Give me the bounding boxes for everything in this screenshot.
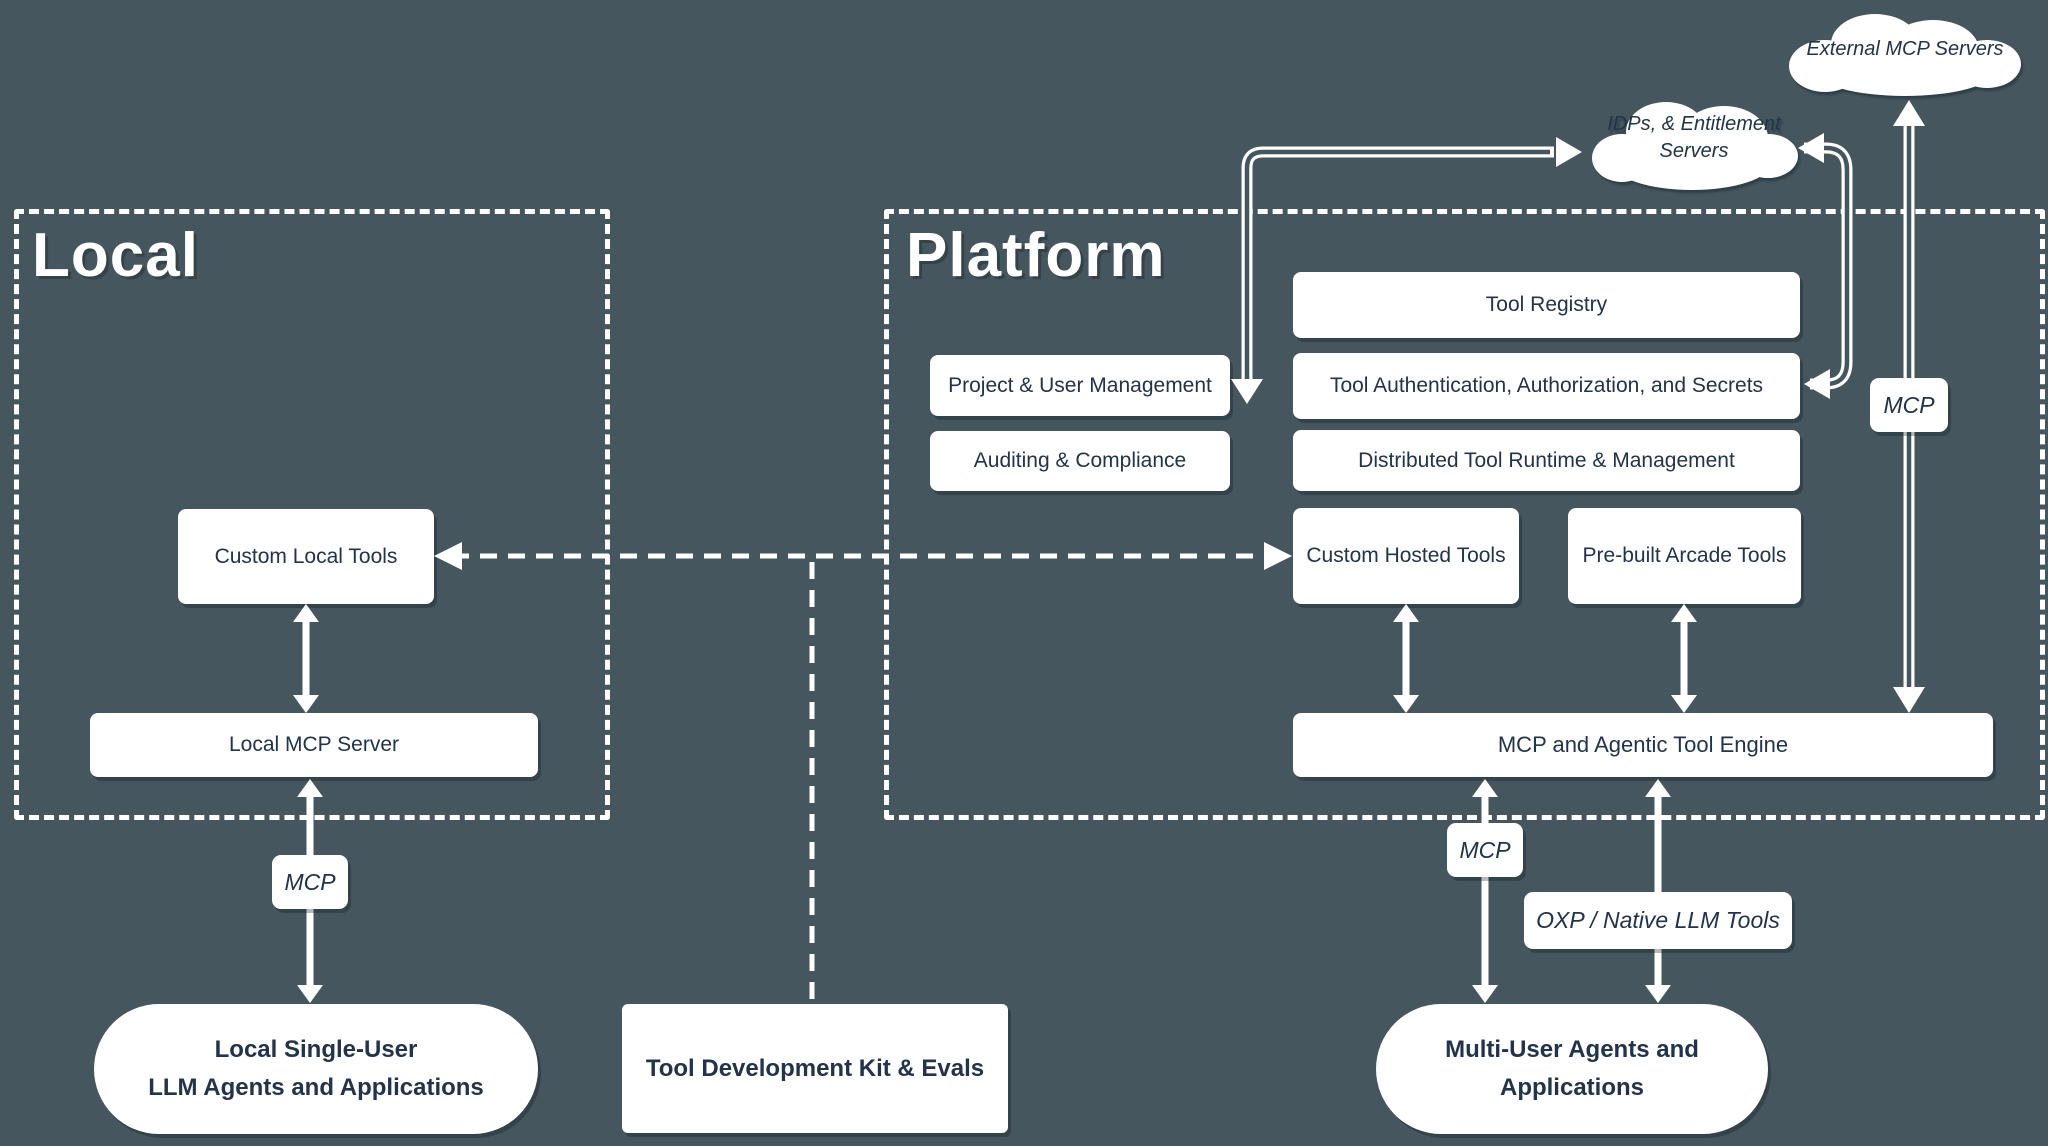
multi-user-line2: Applications <box>1499 1074 1644 1101</box>
local-section-title: Local <box>32 221 199 290</box>
node-tool-development-kit: Tool Development Kit & Evals <box>622 1004 1008 1133</box>
node-custom-hosted-tools: Custom Hosted Tools <box>1293 508 1519 604</box>
node-distributed-tool-runtime: Distributed Tool Runtime & Management <box>1293 430 1800 491</box>
node-local-mcp-server: Local MCP Server <box>90 713 538 777</box>
node-auditing-compliance: Auditing & Compliance <box>930 431 1230 491</box>
oxp-native-llm-tools-label: OXP / Native LLM Tools <box>1524 892 1792 949</box>
node-mcp-agentic-tool-engine: MCP and Agentic Tool Engine <box>1293 713 1993 777</box>
node-tool-authentication: Tool Authentication, Authorization, and … <box>1293 353 1800 419</box>
idp-entitlement-label: IDPs, & Entitlement Servers <box>1584 88 1804 198</box>
node-multi-user-agents: Multi-User Agents and Applications <box>1376 1004 1768 1134</box>
node-project-user-management: Project & User Management <box>930 355 1230 416</box>
cloud-shape-icon <box>1592 102 1798 190</box>
idp-entitlement-cloud: IDPs, & Entitlement Servers <box>1584 88 1804 198</box>
multi-user-line1: Multi-User Agents and <box>1445 1035 1699 1063</box>
platform-section-title: Platform <box>906 221 1166 290</box>
local-agents-line2: LLM Agents and Applications <box>148 1074 484 1101</box>
node-local-single-user-agents: Local Single-User LLM Agents and Applica… <box>94 1004 538 1134</box>
idp-label-line1: IDPs, & Entitlement <box>1607 113 1781 135</box>
mcp-protocol-label-external: MCP <box>1870 378 1948 432</box>
mcp-protocol-label-local: MCP <box>272 855 348 909</box>
node-tool-registry: Tool Registry <box>1293 272 1800 338</box>
idp-label-line2: Servers <box>1659 140 1729 162</box>
node-prebuilt-arcade-tools: Pre-built Arcade Tools <box>1568 508 1801 604</box>
node-custom-local-tools: Custom Local Tools <box>178 509 434 604</box>
cloud-shape-icon <box>1789 14 2021 96</box>
mcp-protocol-label-platform: MCP <box>1447 823 1523 877</box>
local-agents-line1: Local Single-User <box>214 1035 418 1063</box>
external-mcp-servers-cloud: External MCP Servers <box>1783 6 2027 102</box>
external-mcp-servers-label: External MCP Servers <box>1806 37 2004 60</box>
